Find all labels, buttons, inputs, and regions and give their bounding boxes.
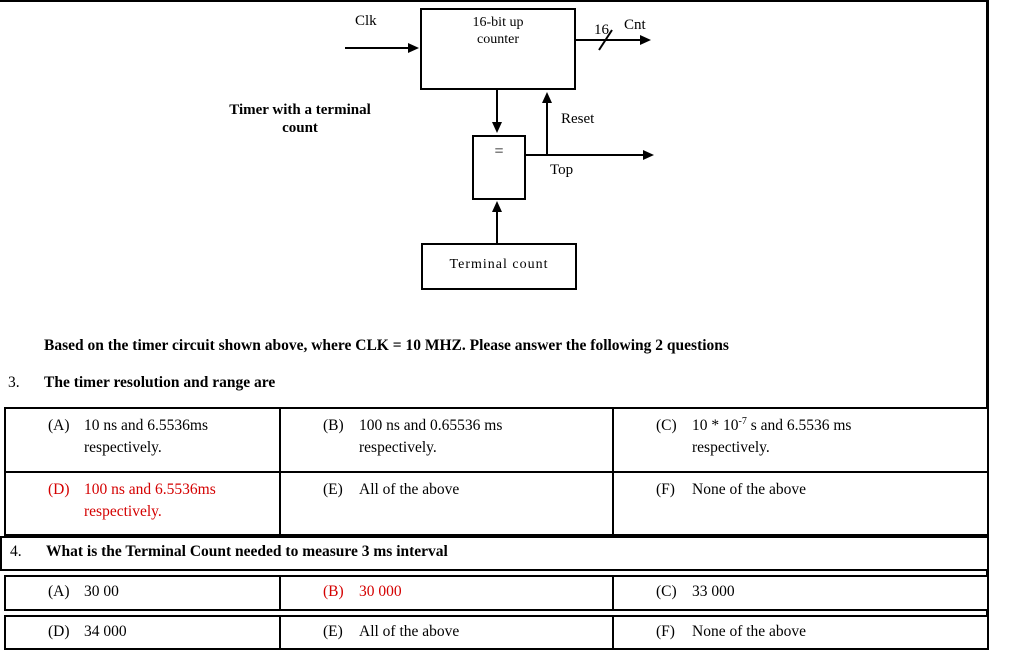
q4-row-1: (A) 30 00 (B) 30 000 (C) 33 000 <box>6 577 987 609</box>
option-text: 10 * 10 <box>692 417 739 434</box>
comparator-label: = <box>494 143 504 160</box>
q3-option-b: (B) 100 ns and 0.65536 ms respectively. <box>279 409 612 471</box>
page-right-border <box>986 0 989 650</box>
option-letter: (B) <box>323 583 344 600</box>
option-letter: (A) <box>48 583 70 600</box>
q3-row-2: (D) 100 ns and 6.5536ms respectively. (E… <box>6 471 987 536</box>
option-letter: (E) <box>323 481 343 498</box>
option-text-rest: s and 6.5536 ms <box>746 417 852 434</box>
option-text-superscript: -7 <box>738 415 747 427</box>
q4-row-2: (D) 34 000 (E) All of the above (F) None… <box>6 617 987 648</box>
option-letter: (E) <box>323 623 343 640</box>
q4-option-c: (C) 33 000 <box>612 577 987 609</box>
q3-options-table: (A) 10 ns and 6.5536ms respectively. (B)… <box>4 407 989 536</box>
q4-option-e: (E) All of the above <box>279 617 612 648</box>
q4-option-d: (D) 34 000 <box>6 617 279 648</box>
option-text: 30 00 <box>84 583 119 600</box>
q4-heading-band: 4. What is the Terminal Count needed to … <box>0 536 989 571</box>
q3-option-d: (D) 100 ns and 6.5536ms respectively. <box>6 473 279 536</box>
intro-text: Based on the timer circuit shown above, … <box>44 337 729 354</box>
q3-option-a: (A) 10 ns and 6.5536ms respectively. <box>6 409 279 471</box>
option-text: None of the above <box>692 481 807 498</box>
counter-label-line1: 16-bit up <box>472 15 524 30</box>
q3-row-1: (A) 10 ns and 6.5536ms respectively. (B)… <box>6 409 987 471</box>
terminal-count-box: Terminal count <box>421 243 577 290</box>
option-letter: (F) <box>656 481 675 498</box>
q3-text: The timer resolution and range are <box>44 374 276 391</box>
option-text: 33 000 <box>692 583 735 600</box>
option-text-line2: respectively. <box>692 439 770 456</box>
q4-number: 4. <box>10 543 22 560</box>
option-letter: (D) <box>48 481 70 498</box>
option-text: 100 ns and 6.5536ms <box>84 481 216 498</box>
counter-label-line2: counter <box>477 32 519 47</box>
option-text: All of the above <box>359 623 460 640</box>
clk-arrowhead-icon <box>408 43 419 53</box>
option-letter: (C) <box>656 417 677 434</box>
diagram-caption-line1: Timer with a terminal <box>229 102 371 118</box>
terminal-count-label: Terminal count <box>449 257 549 272</box>
down-arrowhead-icon <box>492 122 502 133</box>
option-text-line2: respectively. <box>359 439 437 456</box>
q4-options-table-row2: (D) 34 000 (E) All of the above (F) None… <box>4 615 989 650</box>
option-text-line2: respectively. <box>84 439 162 456</box>
top-label: Top <box>550 162 574 178</box>
cnt-label: Cnt <box>624 17 646 33</box>
option-text: All of the above <box>359 481 460 498</box>
option-letter: (A) <box>48 417 70 434</box>
q4-text: What is the Terminal Count needed to mea… <box>46 543 448 560</box>
option-text: 100 ns and 0.65536 ms <box>359 417 503 434</box>
comparator-box: = <box>472 135 526 200</box>
reset-arrowhead-icon <box>542 92 552 103</box>
top-arrowhead-icon <box>643 150 654 160</box>
q4-options-table-row1: (A) 30 00 (B) 30 000 (C) 33 000 <box>4 575 989 611</box>
q4-option-b: (B) 30 000 <box>279 577 612 609</box>
diagram-caption-line2: count <box>282 120 318 136</box>
tc-arrowhead-icon <box>492 201 502 212</box>
option-text: 34 000 <box>84 623 127 640</box>
bus-width-label: 16 <box>594 22 609 38</box>
option-text: None of the above <box>692 623 807 640</box>
counter-box: 16-bit up counter <box>420 8 576 90</box>
page-top-border <box>0 0 988 2</box>
option-letter: (D) <box>48 623 70 640</box>
q3-number: 3. <box>8 374 20 391</box>
cnt-arrowhead-icon <box>640 35 651 45</box>
reset-label: Reset <box>561 111 595 127</box>
option-text-line2: respectively. <box>84 503 162 520</box>
q3-option-f: (F) None of the above <box>612 473 987 536</box>
q3-option-c: (C) 10 * 10-7 s and 6.5536 ms respective… <box>612 409 987 471</box>
q4-option-a: (A) 30 00 <box>6 577 279 609</box>
option-text: 10 ns and 6.5536ms <box>84 417 208 434</box>
option-letter: (F) <box>656 623 675 640</box>
option-letter: (C) <box>656 583 677 600</box>
diagram-caption: Timer with a terminal count <box>175 101 425 137</box>
q4-option-f: (F) None of the above <box>612 617 987 648</box>
option-text: 30 000 <box>359 583 402 600</box>
clk-label: Clk <box>355 13 377 29</box>
q3-option-e: (E) All of the above <box>279 473 612 536</box>
option-letter: (B) <box>323 417 344 434</box>
